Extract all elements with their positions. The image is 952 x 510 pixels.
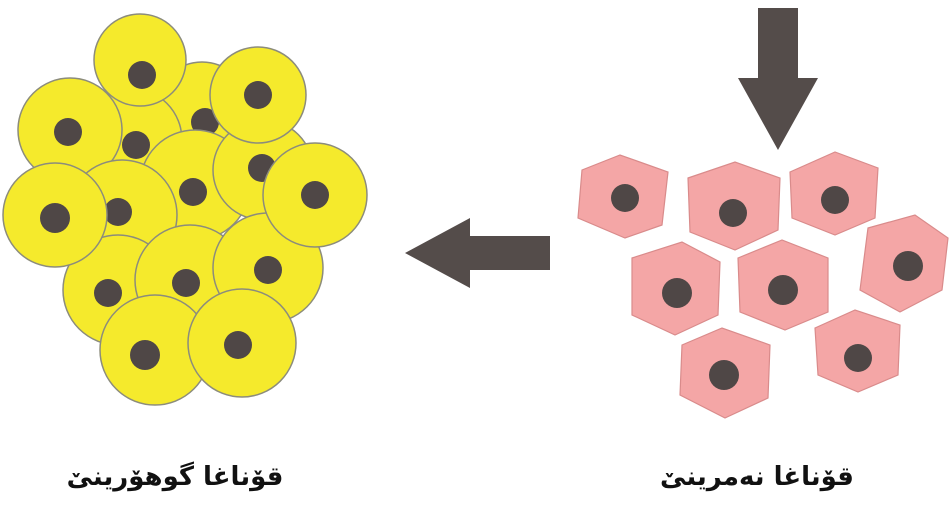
arrow-down-icon: [738, 8, 818, 150]
yellow-cell-nucleus: [179, 178, 207, 206]
arrow-left-icon: [405, 218, 550, 288]
yellow-cell-nucleus: [172, 269, 200, 297]
yellow-cell-nucleus: [40, 203, 70, 233]
pink-cell: [859, 214, 949, 313]
pink-cell: [679, 327, 771, 419]
yellow-cell-nucleus: [104, 198, 132, 226]
pink-cell-nucleus: [709, 360, 739, 390]
left-stage-label: قۆناغا گوهۆرینێ: [66, 462, 284, 492]
yellow-cell: [2, 162, 108, 268]
yellow-cell-nucleus: [224, 331, 252, 359]
yellow-cell-nucleus: [244, 81, 272, 109]
yellow-cell-nucleus: [128, 61, 156, 89]
yellow-cell-cluster: [2, 13, 368, 406]
yellow-cell: [99, 294, 211, 406]
pink-cell-nucleus: [611, 184, 639, 212]
pink-cell: [737, 239, 829, 331]
pink-cell: [789, 151, 879, 236]
yellow-cell-nucleus: [122, 131, 150, 159]
pink-cell: [687, 161, 781, 251]
pink-cell-nucleus: [719, 199, 747, 227]
pink-cell-cluster: [577, 151, 949, 419]
right-stage-label: قۆناغا نەمرینێ: [660, 462, 854, 492]
pink-cell-nucleus: [821, 186, 849, 214]
pink-cell: [814, 309, 901, 393]
yellow-cell-nucleus: [54, 118, 82, 146]
yellow-cell-nucleus: [130, 340, 160, 370]
pink-cell: [631, 241, 721, 336]
yellow-cell-nucleus: [254, 256, 282, 284]
yellow-cell-body: [93, 13, 187, 107]
yellow-cell: [187, 288, 297, 398]
yellow-cell-nucleus: [94, 279, 122, 307]
pink-cell-nucleus: [768, 275, 798, 305]
pink-cell-nucleus: [893, 251, 923, 281]
pink-cell-nucleus: [844, 344, 872, 372]
pink-cell-nucleus: [662, 278, 692, 308]
yellow-cell: [93, 13, 187, 107]
yellow-cell: [209, 46, 307, 144]
pink-cell: [577, 154, 669, 239]
yellow-cell-nucleus: [301, 181, 329, 209]
yellow-cell-nucleus: [191, 108, 219, 136]
yellow-cell: [262, 142, 368, 248]
